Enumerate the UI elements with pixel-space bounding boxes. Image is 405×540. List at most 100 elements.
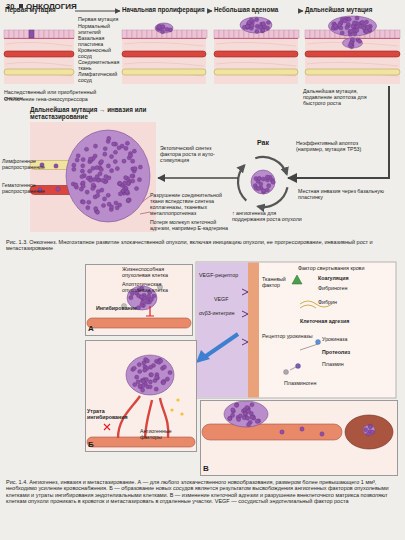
flow-arrow: [208, 10, 212, 11]
tumor-cell: [161, 380, 165, 384]
epithelial-cell: [219, 30, 224, 38]
tumor-cell: [348, 43, 352, 47]
epithelial-cell: [234, 30, 239, 38]
tumor-cell: [357, 39, 361, 43]
callout-text: αvβ3-интегрин: [199, 310, 247, 316]
epithelial-cell: [294, 30, 299, 38]
tumor-cell: [126, 199, 130, 203]
tumor-cell: [72, 167, 76, 171]
epithelial-cell: [274, 30, 279, 38]
flow-arrow: [75, 10, 120, 11]
epithelial-cell: [172, 30, 177, 38]
tumor-cell: [360, 20, 364, 24]
tumor-cell: [88, 178, 92, 182]
epithelial-cell: [177, 30, 182, 38]
tumor-cell: [81, 157, 85, 161]
tumor-cell: [137, 362, 141, 366]
blood-vessel: [122, 51, 206, 57]
callout-text: VEGF-рецептор: [199, 272, 244, 278]
tumor-cell: [355, 16, 359, 20]
callout-text: Жизнеспособная опухолевая клетка: [122, 266, 190, 278]
tumor-cell: [130, 174, 134, 178]
tumor-cell: [368, 425, 372, 429]
mutated-cell: [29, 30, 34, 38]
tissue-fiber: [6, 62, 72, 66]
liver-organ: [345, 415, 393, 449]
panel-heading: Начальная пролиферация: [122, 7, 205, 14]
tumor-cell: [131, 179, 135, 183]
tumor-cell: [124, 176, 128, 180]
tumor-cell: [245, 416, 249, 420]
tumor-cell: [141, 300, 145, 304]
tumor-cell: [246, 409, 250, 413]
epithelial-cell: [64, 30, 69, 38]
tumor-cell: [138, 165, 142, 169]
tumor-cell: [143, 368, 147, 372]
tumor-cell: [149, 373, 153, 377]
callout-text: Нормальный эпителий: [78, 23, 122, 35]
panel-letter: А: [88, 325, 94, 334]
callout-text: Урокиназа: [322, 336, 382, 342]
tumor-cell: [96, 193, 100, 197]
tissue-fiber: [216, 62, 296, 66]
tumor-cell: [337, 23, 341, 27]
tumor-cell: [235, 403, 239, 407]
tumor-cell: [102, 197, 106, 201]
tumor-cell: [149, 373, 153, 377]
tumor-cell: [256, 187, 260, 191]
tumor-cell: [107, 176, 111, 180]
loss-symbol: [104, 424, 110, 430]
tumor-cell: [88, 157, 92, 161]
tumor-cell: [56, 187, 60, 191]
tumor-cell: [249, 18, 253, 22]
tumor-cell: [138, 384, 142, 388]
note-text: Разрушение соединительной ткани вследств…: [150, 192, 230, 216]
tumor-cell: [101, 203, 105, 207]
note-text: Отключение гена-онкосупрессора: [4, 96, 116, 102]
tumor-cell: [80, 169, 84, 173]
tumor-cell: [159, 359, 163, 363]
tumor-cell: [364, 20, 368, 24]
callout-text: Тканевый фактор: [262, 276, 300, 288]
note-text: Неэффективный апоптоз (например, мутация…: [296, 140, 384, 152]
tumor-cell: [137, 178, 141, 182]
tumor-cell: [81, 200, 85, 204]
epithelial-cell: [137, 30, 142, 38]
epithelial-cell: [54, 30, 59, 38]
blood-vessel: [202, 424, 342, 440]
epithelial-cell: [187, 30, 192, 38]
tumor-cell: [107, 136, 111, 140]
tumor-cell: [267, 184, 271, 188]
panel-background: [85, 340, 197, 452]
tumor-cell: [122, 159, 126, 163]
tumor-mass: [126, 355, 174, 395]
epithelial-cell: [127, 30, 132, 38]
panel-background: [200, 400, 398, 476]
tumor-mass: [343, 38, 363, 48]
epithelial-cell: [385, 30, 390, 38]
tumor-cell: [364, 428, 368, 432]
epithelial-cell: [284, 30, 289, 38]
tumor-cell: [103, 147, 107, 151]
epithelial-cell: [289, 30, 294, 38]
tumor-cell: [368, 424, 372, 428]
tumor-cell: [152, 294, 156, 298]
pointer-line: [290, 344, 318, 370]
tissue-fiber: [124, 42, 204, 46]
big-arrow-head: [196, 350, 210, 363]
epithelial-cell: [24, 30, 29, 38]
tumor-cell: [124, 146, 128, 150]
tumor-cell: [86, 206, 90, 210]
tumor-cell: [115, 166, 119, 170]
lymph-vessel: [305, 69, 400, 75]
tumor-cell: [351, 24, 355, 28]
lymph-vessel: [4, 69, 74, 75]
epithelial-cell: [69, 30, 74, 38]
pointer-line: [140, 196, 150, 214]
tumor-cell: [157, 25, 161, 29]
tumor-cell: [138, 369, 142, 373]
flow-arrow: [158, 177, 238, 179]
tumor-cell: [258, 25, 262, 29]
epithelial-cell: [315, 30, 320, 38]
panel-letter: Б: [88, 441, 94, 450]
